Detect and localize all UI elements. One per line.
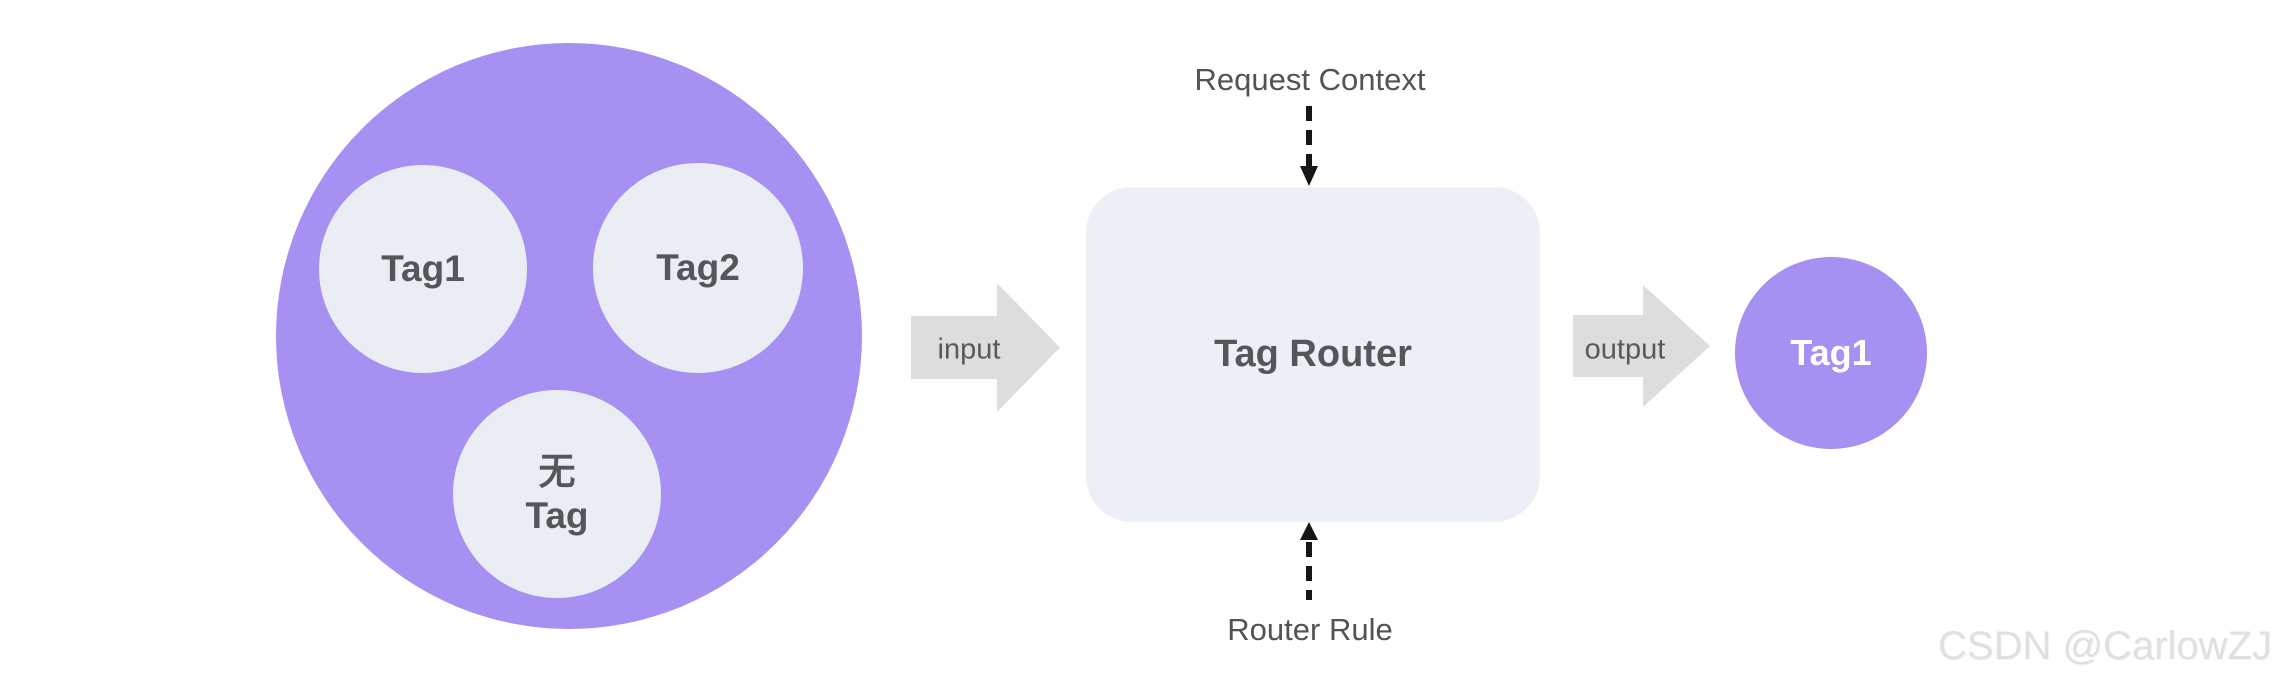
input-arrow-label: input	[937, 333, 1001, 366]
tag2-label: Tag2	[656, 246, 740, 288]
request-context-arrow-icon	[1300, 106, 1318, 186]
output-tag-label: Tag1	[1790, 332, 1872, 373]
watermark-text: CSDN @CarlowZJ	[1938, 624, 2272, 668]
router-rule-arrow-icon	[1300, 522, 1318, 600]
output-arrow-icon	[1573, 285, 1710, 407]
output-arrow-label: output	[1584, 333, 1666, 366]
output-tag-circle: Tag1	[1735, 257, 1927, 449]
input-arrow-icon	[911, 283, 1060, 412]
tag-router-box: Tag Router	[1086, 187, 1540, 522]
router-rule-label: Router Rule	[1227, 612, 1393, 647]
tag1-label: Tag1	[381, 247, 465, 289]
request-context-label: Request Context	[1194, 62, 1426, 97]
tag-router-label: Tag Router	[1214, 333, 1412, 375]
no-tag-circle: 无 Tag	[453, 390, 661, 598]
tag1-circle: Tag1	[319, 165, 527, 373]
no-tag-label: 无 Tag	[525, 450, 589, 536]
tag2-circle: Tag2	[593, 163, 803, 373]
